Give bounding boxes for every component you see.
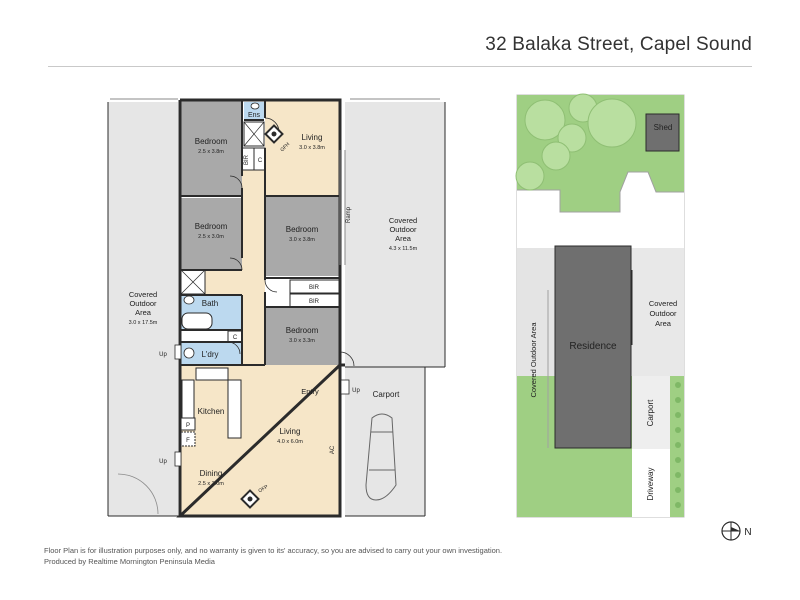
ofp-label: OFP (258, 484, 270, 495)
windows (110, 98, 440, 265)
site-covered-right (632, 248, 684, 376)
covered-left-line3: Area (135, 308, 152, 317)
bedroom-1-label: Bedroom (195, 137, 228, 146)
interior-walls (180, 100, 340, 366)
shed (645, 113, 680, 152)
north-arrow: N (720, 520, 752, 542)
fridge-label: F (186, 438, 190, 444)
covered-left-dims: 3.0 x 17.5m (129, 320, 158, 326)
site-carport (632, 376, 670, 449)
living-top-dims: 3.0 x 3.8m (299, 145, 325, 151)
residence-label: Residence (569, 341, 617, 352)
site-driveway-label: Driveway (646, 468, 655, 501)
covered-right-dims: 4.3 x 11.5m (389, 246, 418, 252)
hallway (242, 170, 265, 370)
step-entry (340, 379, 350, 395)
kitchen-bench (195, 367, 229, 381)
site-covered-side-label: Covered Outdoor Area (529, 322, 538, 398)
gfh-label: GFH (279, 141, 291, 153)
residence (554, 245, 632, 449)
bathtub (181, 312, 213, 330)
covered-right-line1: Covered (389, 216, 417, 225)
pantry-label: P (186, 423, 190, 429)
cupboard-1-label: C (258, 158, 263, 164)
site-covered-line1: Covered (649, 299, 677, 308)
bedroom-2-label: Bedroom (195, 222, 228, 231)
site-covered-line2: Outdoor (649, 309, 677, 318)
covered-left-line2: Outdoor (129, 299, 157, 308)
covered-outdoor-left (108, 102, 178, 516)
site-covered-line3: Area (655, 319, 672, 328)
bedroom-3 (265, 196, 340, 276)
up-label-laundry: Up (159, 352, 167, 358)
bath-label: Bath (202, 299, 218, 308)
washing-machine-icon (183, 347, 195, 359)
dining-label: Dining (200, 469, 223, 478)
basin-icon (250, 102, 260, 110)
compass-icon: N (721, 521, 752, 541)
kitchen-bench-side (181, 379, 195, 419)
footer-disclaimer: Floor Plan is for illustration purposes … (44, 546, 503, 555)
entry-label: Entry (301, 387, 319, 396)
page-title: 32 Balaka Street, Capel Sound (485, 34, 752, 55)
site-carport-label: Carport (646, 399, 655, 426)
footer-credit: Produced by Realtime Mornington Peninsul… (44, 557, 215, 566)
covered-left-line1: Covered (129, 290, 157, 299)
title-divider (48, 66, 752, 67)
toilet-icon (183, 295, 195, 305)
kitchen-island (227, 379, 242, 439)
bir-1-label: BIR (244, 154, 250, 165)
car-icon (365, 413, 397, 501)
bedroom-1 (180, 100, 242, 195)
kitchen-label: Kitchen (198, 407, 225, 416)
up-label-entry: Up (352, 388, 360, 394)
carport-area (345, 367, 425, 516)
laundry-label: L'dry (201, 350, 218, 359)
step-laundry (174, 344, 182, 360)
carport-label: Carport (373, 390, 400, 399)
up-label-dining: Up (159, 459, 167, 465)
ramp-label: Ramp (346, 206, 352, 223)
bedroom-4-label: Bedroom (286, 326, 319, 335)
living-main-dims: 4.0 x 6.0m (277, 439, 303, 445)
trees (515, 93, 637, 191)
bedroom-2-dims: 2.5 x 3.0m (198, 234, 224, 240)
living-main-label: Living (280, 427, 301, 436)
bedroom-1-dims: 2.5 x 3.8m (198, 149, 224, 155)
bedroom-3-label: Bedroom (286, 225, 319, 234)
site-rear-outline (517, 172, 684, 248)
bedroom-4 (265, 308, 340, 365)
covered-right-line2: Outdoor (389, 225, 417, 234)
laundry (180, 342, 242, 365)
bedroom-3-dims: 3.0 x 3.8m (289, 237, 315, 243)
ensuite-label: Ens (248, 112, 261, 119)
bedroom-4-dims: 3.0 x 3.3m (289, 338, 315, 344)
covered-outdoor-right (345, 102, 445, 367)
site-driveway (632, 449, 670, 517)
dining-dims: 2.5 x 3.0m (198, 481, 224, 487)
hedge (675, 382, 681, 508)
footer: Floor Plan is for illustration purposes … (44, 545, 502, 567)
ac-label: AC (330, 445, 336, 454)
living-top-label: Living (302, 133, 323, 142)
cupboard-2-label: C (233, 335, 238, 341)
shed-label: Shed (654, 123, 673, 132)
compass-label: N (744, 527, 751, 538)
bir-2-label: BIR (309, 285, 320, 291)
bir-3-label: BIR (309, 299, 320, 305)
living-top (265, 100, 340, 195)
covered-right-line3: Area (395, 234, 412, 243)
door-swings (227, 117, 355, 367)
step-dining (174, 451, 182, 467)
